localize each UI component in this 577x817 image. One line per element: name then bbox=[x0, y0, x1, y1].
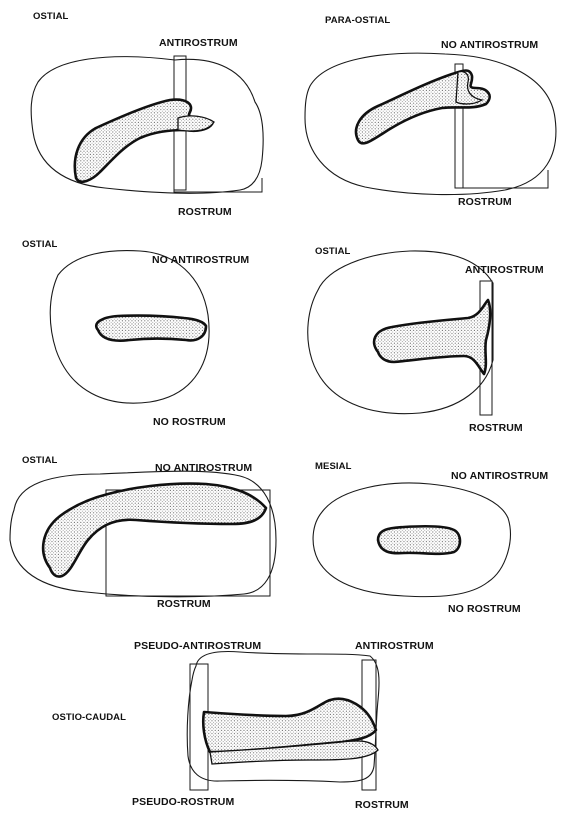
rostrum-zone bbox=[455, 118, 548, 188]
panel-ostial-2-type-label: OSTIAL bbox=[22, 239, 57, 250]
panel-mesial-top-label: NO ANTIROSTRUM bbox=[451, 470, 548, 482]
panel-ostio-caudal-top-right-label: ANTIROSTRUM bbox=[355, 640, 434, 652]
panel-ostial-2-top-label: NO ANTIROSTRUM bbox=[152, 254, 249, 266]
panel-ostial-1 bbox=[31, 56, 263, 193]
panel-para-ostial-top-label: NO ANTIROSTRUM bbox=[441, 39, 538, 51]
panel-ostial-4-bottom-label: ROSTRUM bbox=[157, 598, 211, 610]
panel-ostial-2 bbox=[50, 251, 209, 404]
panel-ostial-1-type-label: OSTIAL bbox=[33, 11, 68, 22]
panel-para-ostial-type-label: PARA-OSTIAL bbox=[325, 15, 390, 26]
section-outline bbox=[305, 53, 556, 194]
panel-mesial-bottom-label: NO ROSTRUM bbox=[448, 603, 521, 615]
panel-para-ostial-bottom-label: ROSTRUM bbox=[458, 196, 512, 208]
panel-ostial-2-bottom-label: NO ROSTRUM bbox=[153, 416, 226, 428]
sinus-cavity bbox=[75, 100, 212, 182]
panel-ostial-4-top-label: NO ANTIROSTRUM bbox=[155, 462, 252, 474]
panel-ostial-3-top-label: ANTIROSTRUM bbox=[465, 264, 544, 276]
panel-ostial-4 bbox=[10, 471, 276, 597]
panel-mesial bbox=[313, 483, 510, 597]
sinus-cavity bbox=[374, 300, 490, 374]
sinus-cavity bbox=[43, 484, 266, 577]
panel-ostial-4-type-label: OSTIAL bbox=[22, 455, 57, 466]
panel-ostial-3-bottom-label: ROSTRUM bbox=[469, 422, 523, 434]
panel-ostio-caudal-top-left-label: PSEUDO-ANTIROSTRUM bbox=[134, 640, 261, 652]
panel-ostio-caudal bbox=[187, 652, 379, 790]
sinus-cavity-rostrum-part bbox=[178, 116, 214, 131]
panel-ostio-caudal-type-label: OSTIO-CAUDAL bbox=[52, 712, 126, 723]
panel-ostial-1-bottom-label: ROSTRUM bbox=[178, 206, 232, 218]
panel-para-ostial bbox=[305, 53, 556, 194]
panel-mesial-type-label: MESIAL bbox=[315, 461, 352, 472]
sinus-cavity bbox=[96, 316, 206, 341]
sinus-cavity bbox=[356, 71, 490, 144]
panel-ostio-caudal-bottom-right-label: ROSTRUM bbox=[355, 799, 409, 811]
panel-ostial-1-top-label: ANTIROSTRUM bbox=[159, 37, 238, 49]
panel-ostial-3-type-label: OSTIAL bbox=[315, 246, 350, 257]
sinus-cavity bbox=[378, 526, 460, 554]
panel-ostio-caudal-bottom-left-label: PSEUDO-ROSTRUM bbox=[132, 796, 234, 808]
